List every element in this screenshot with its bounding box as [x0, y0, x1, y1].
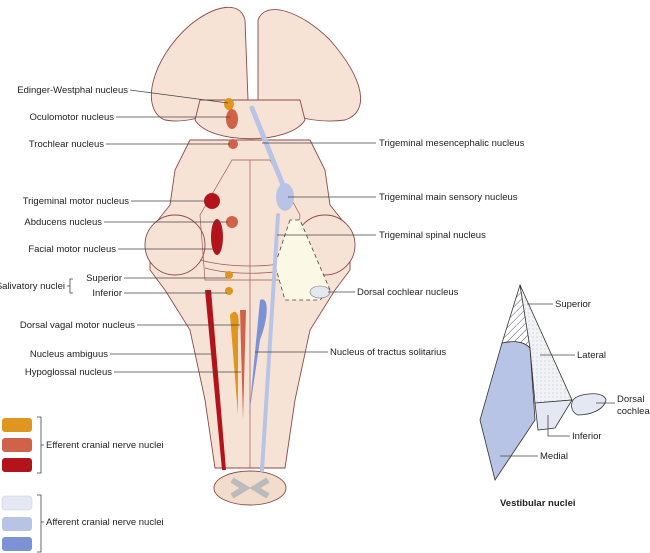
label-hypoglossal: Hypoglossal nucleus — [25, 367, 112, 378]
label-trochlear: Trochlear nucleus — [29, 139, 104, 150]
legend-swatch-afferent-2 — [2, 517, 32, 531]
legend-swatch-efferent-3 — [2, 458, 32, 472]
label-oculomotor: Oculomotor nucleus — [30, 112, 115, 123]
nuclei — [204, 98, 331, 472]
vestibular-medial — [479, 341, 536, 481]
vestibular-superior-label: Superior — [555, 299, 591, 310]
label-dorsal-vagal: Dorsal vagal motor nucleus — [20, 320, 135, 331]
trigeminal-mesencephalic-nucleus — [249, 105, 288, 193]
brainstem-outline — [144, 6, 361, 506]
dorsal-cochlear-nucleus — [309, 285, 331, 299]
label-tractus-solitarius: Nucleus of tractus solitarius — [330, 347, 446, 358]
label-salivatory: Salivatory nuclei — [0, 281, 65, 292]
label-edinger-westphal: Edinger-Westphal nucleus — [17, 85, 128, 96]
inferior-salivatory-nucleus — [225, 287, 233, 295]
trigeminal-motor-nucleus — [204, 193, 220, 209]
trochlear-nucleus — [228, 139, 238, 149]
label-trig-mesencephalic: Trigeminal mesencephalic nucleus — [379, 138, 525, 149]
label-abducens: Abducens nucleus — [24, 217, 102, 228]
vestibular-title: Vestibular nuclei — [500, 498, 576, 509]
legend-efferent-label: Efferent cranial nerve nuclei — [46, 440, 164, 451]
dorsal-vagal-motor-nucleus — [240, 310, 246, 420]
legend-swatch-afferent-1 — [1, 495, 33, 511]
oculomotor-nucleus — [226, 109, 238, 129]
edinger-westphal-nucleus — [224, 98, 234, 110]
vestibular-nuclei-inset: Superior Lateral Dorsal cochlear Inferio… — [479, 283, 650, 509]
legend-swatch-efferent-2 — [2, 438, 32, 452]
label-dorsal-cochlear: Dorsal cochlear nucleus — [357, 287, 459, 298]
hypoglossal-nucleus — [230, 311, 239, 415]
abducens-nucleus — [226, 216, 238, 228]
right-labels: Trigeminal mesencephalic nucleus Trigemi… — [330, 138, 525, 358]
legend-afferent-label: Afferent cranial nerve nuclei — [46, 517, 164, 528]
label-trig-spinal: Trigeminal spinal nucleus — [379, 230, 486, 241]
label-ambiguus: Nucleus ambiguus — [30, 349, 108, 360]
nucleus-ambiguus — [205, 290, 226, 470]
label-facial-motor: Facial motor nucleus — [28, 244, 116, 255]
legend-swatch-afferent-3 — [2, 537, 32, 551]
vestibular-lateral-label: Lateral — [577, 350, 606, 361]
label-salivatory-superior: Superior — [86, 273, 122, 284]
vestibular-inferior-label: Inferior — [572, 431, 602, 442]
legend: Efferent cranial nerve nuclei Afferent c… — [1, 416, 164, 553]
legend-swatch-efferent-1 — [2, 418, 32, 432]
vestibular-inferior — [534, 399, 573, 431]
leader-lines — [67, 89, 376, 373]
label-salivatory-inferior: Inferior — [92, 288, 122, 299]
nucleus-tractus-solitarius — [249, 299, 267, 415]
vestibular-medial-label: Medial — [540, 451, 568, 462]
vestibular-dorsal-cochlear — [571, 393, 607, 416]
superior-salivatory-nucleus — [225, 271, 233, 279]
label-trigeminal-motor: Trigeminal motor nucleus — [23, 196, 130, 207]
vestibular-dorsal-label-2: cochlear — [617, 406, 650, 417]
trigeminal-main-sensory-nucleus — [276, 183, 294, 211]
vestibular-dorsal-label-1: Dorsal — [617, 394, 644, 405]
facial-motor-nucleus — [211, 219, 223, 255]
trigeminal-spinal-nucleus — [260, 213, 280, 472]
left-labels: Edinger-Westphal nucleus Oculomotor nucl… — [0, 85, 135, 378]
label-trig-main-sensory: Trigeminal main sensory nucleus — [379, 192, 518, 203]
